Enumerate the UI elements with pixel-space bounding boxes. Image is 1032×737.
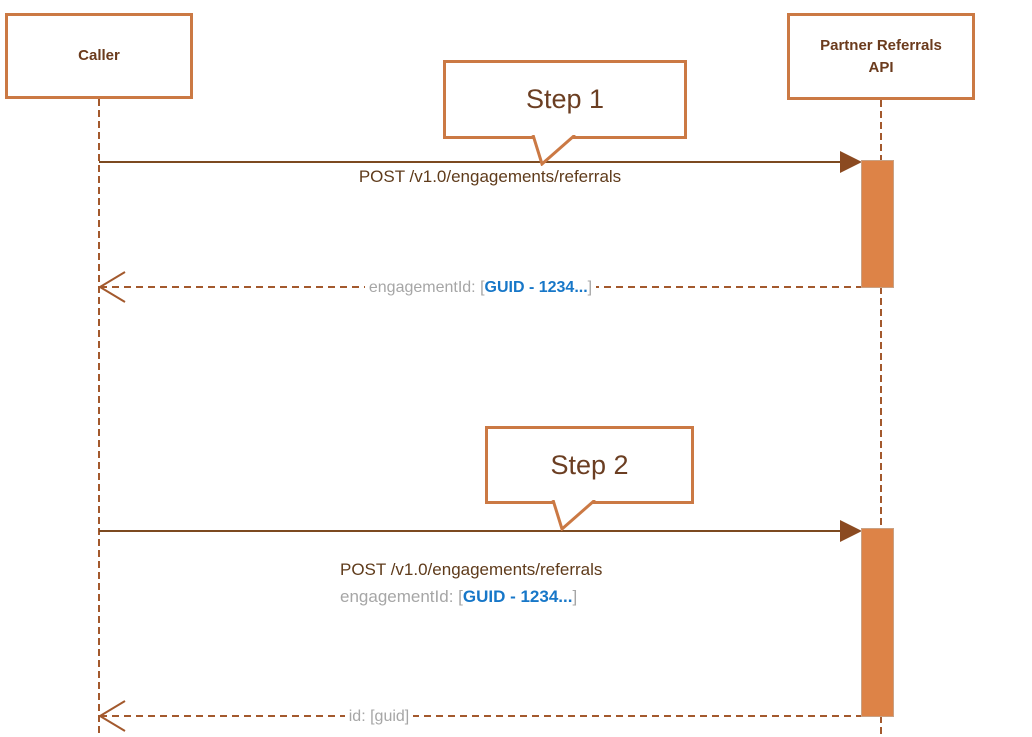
actor-box-caller: Caller [5,13,193,99]
step1-callout-tail [531,135,576,166]
request1-arrowhead-icon [840,151,862,173]
response1-label-text: engagementId: [GUID - 1234...] [364,278,597,297]
step2-callout-label: Step 2 [550,449,629,480]
response1-label: engagementId: [GUID - 1234...] [99,277,862,297]
request2-line [99,530,841,532]
request2-guid-value: GUID - 1234... [462,587,573,606]
response2-open-arrowhead-icon [98,700,126,732]
step2-callout: Step 2 [485,426,694,531]
response1-open-arrowhead-icon [98,271,126,303]
actor-label-partner-referrals-api: Partner Referrals API [820,36,942,76]
response1-guid-value: GUID - 1234... [484,279,588,296]
request1-label: POST /v1.0/engagements/referrals [358,167,622,186]
response2-label-text: id: [guid] [344,707,414,726]
api-lifeline [880,100,882,737]
step2-callout-tail [551,500,596,531]
response2-label: id: [guid] [99,706,659,726]
request2-label-line1: POST /v1.0/engagements/referrals [340,560,603,579]
response1-prefix: engagementId: [ [368,279,485,296]
request2-arrowhead-icon [840,520,862,542]
response2-line [100,715,861,717]
step1-callout: Step 1 [443,60,687,166]
actor-box-partner-referrals-api: Partner Referrals API [787,13,975,100]
response1-suffix: ] [587,279,593,296]
activation-bar-2 [861,528,894,717]
actor-label-caller: Caller [78,47,120,65]
request2-param-prefix: engagementId: [ [340,587,463,606]
request2-param-suffix: ] [572,587,578,606]
request1-line [99,161,841,163]
request2-label: POST /v1.0/engagements/referrals engagem… [340,556,602,610]
request2-label-line2: engagementId: [GUID - 1234...] [340,583,602,610]
caller-lifeline [98,99,100,737]
step1-callout-label: Step 1 [525,84,605,114]
activation-bar-1 [861,160,894,288]
